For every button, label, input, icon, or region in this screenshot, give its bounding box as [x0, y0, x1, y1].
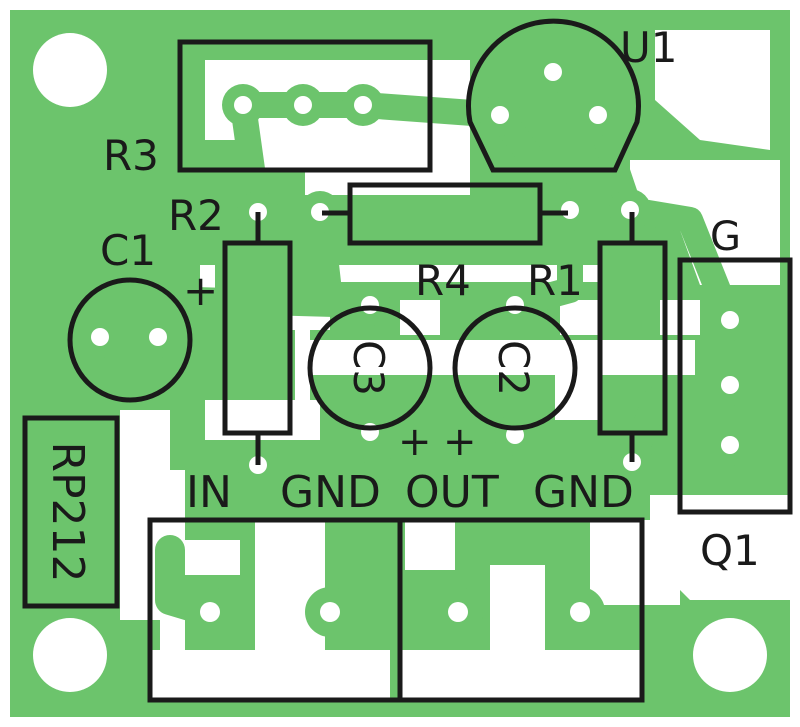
r3-outline [177, 39, 433, 173]
u1-pads [479, 51, 619, 136]
mounting-hole [33, 33, 107, 107]
label-c3: C3 [344, 340, 393, 396]
c1-outline [67, 277, 193, 403]
label-out: OUT [405, 467, 499, 518]
c3-c2-pads [349, 284, 536, 456]
r2-r4-r1-pads [237, 189, 653, 486]
mounting-holes [33, 33, 767, 692]
silkscreen-outlines [22, 18, 793, 703]
label-r1: R1 [527, 256, 583, 305]
terminal-pads [185, 587, 605, 637]
pads [79, 51, 751, 637]
label-c3-plus: + [398, 419, 432, 465]
label-u1: U1 [620, 23, 677, 72]
c1-pads [79, 316, 179, 358]
label-r2: R2 [168, 191, 224, 240]
label-gnd-right: GND [533, 467, 634, 518]
terminal-outline-right [397, 517, 645, 703]
silkscreen-text: U1 R3 R2 C1 + R4 R1 G Q1 C3 C2 + + IN GN… [42, 23, 760, 583]
label-r4: R4 [415, 256, 471, 305]
c3-outline [307, 305, 433, 431]
trace [619, 372, 743, 475]
r3-pads [222, 84, 384, 126]
board-label-frame [22, 415, 120, 609]
label-q1: Q1 [700, 526, 760, 575]
clearance-regions [120, 30, 790, 700]
label-gnd-left: GND [280, 467, 381, 518]
mounting-hole [693, 618, 767, 692]
mounting-hole [33, 618, 107, 692]
board-designator: RP212 [42, 441, 93, 582]
label-r3: R3 [103, 131, 159, 180]
c2-outline [452, 305, 578, 431]
u1-outline [466, 18, 641, 173]
label-g: G [710, 214, 741, 260]
label-c2-plus: + [443, 419, 477, 465]
label-c1: C1 [100, 226, 156, 275]
label-c2: C2 [489, 340, 538, 396]
label-c1-plus: + [183, 266, 218, 315]
q1-outline [677, 257, 793, 515]
trace [182, 287, 383, 318]
label-in: IN [186, 467, 232, 518]
q1-pads [709, 299, 751, 466]
mounting-hole [693, 33, 767, 107]
